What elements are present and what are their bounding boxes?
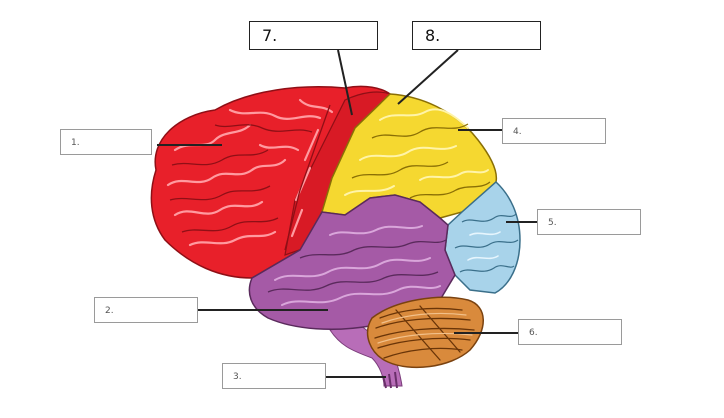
cerebellum: [367, 296, 484, 369]
label-number-6: 6.: [529, 328, 538, 338]
label-number-5: 5.: [548, 218, 557, 228]
parietal-sulci: [351, 123, 491, 199]
leader-lines: [157, 49, 537, 378]
label-number-1: 1.: [71, 138, 80, 148]
temporal-gyri: [274, 225, 441, 306]
leader-line-7: [337, 49, 353, 116]
occipital-gyri: [467, 231, 501, 261]
label-box-7[interactable]: 7.: [249, 21, 378, 50]
frontal-sulci: [169, 104, 331, 251]
label-box-5[interactable]: 5.: [537, 209, 641, 235]
label-box-2[interactable]: 2.: [94, 297, 198, 323]
leader-line-8: [397, 49, 459, 105]
temporal-sulci: [267, 239, 447, 293]
label-number-2: 2.: [105, 306, 114, 316]
label-number-7: 7.: [262, 26, 278, 45]
cerebellum-highlights: [377, 312, 473, 344]
label-box-8[interactable]: 8.: [412, 21, 541, 50]
label-box-3[interactable]: 3.: [222, 363, 326, 389]
label-number-4: 4.: [513, 127, 522, 137]
label-box-4[interactable]: 4.: [502, 118, 606, 144]
label-box-6[interactable]: 6.: [518, 319, 622, 345]
label-number-3: 3.: [233, 372, 242, 382]
occipital-sulci: [454, 213, 519, 273]
frontal-gyri: [166, 98, 334, 247]
label-number-8: 8.: [425, 26, 441, 45]
label-box-1[interactable]: 1.: [60, 129, 152, 155]
parietal-gyri: [344, 108, 489, 196]
